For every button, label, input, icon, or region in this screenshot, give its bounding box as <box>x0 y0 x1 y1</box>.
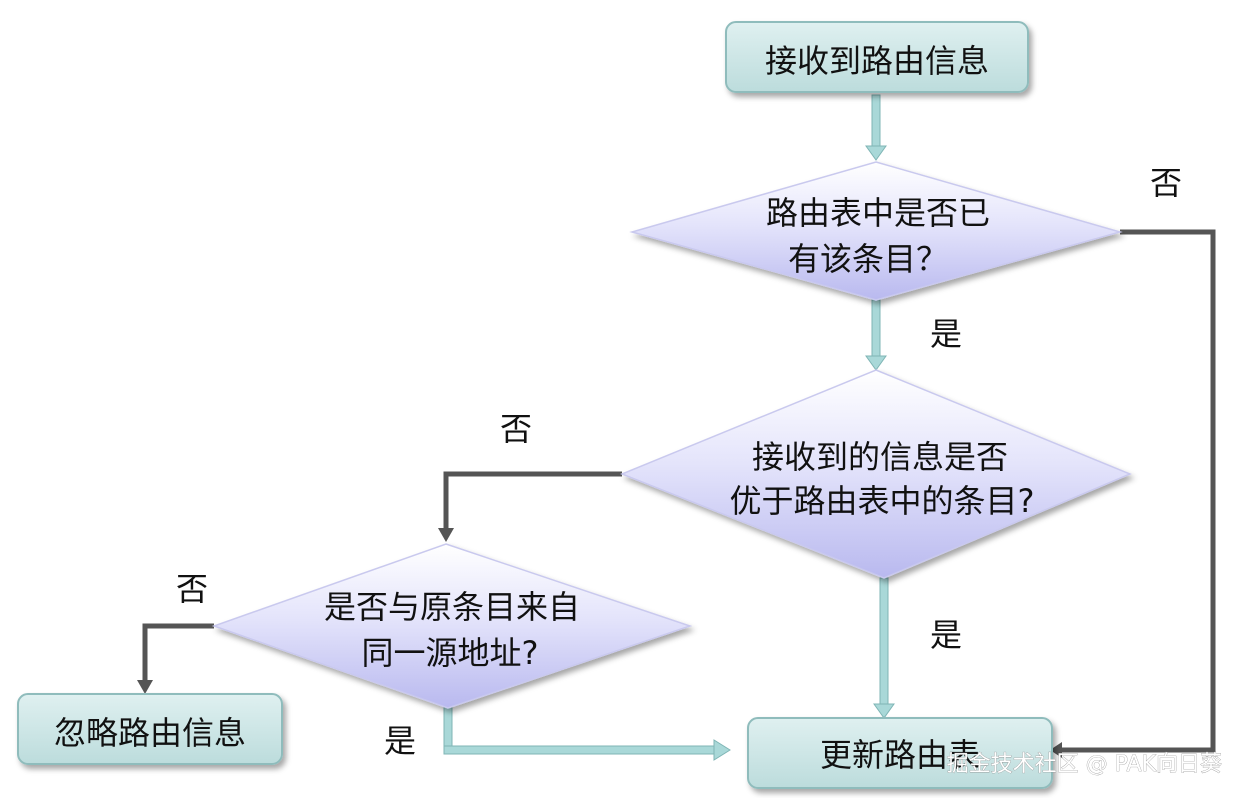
node-ignore: 忽略路由信息 <box>17 693 283 765</box>
edge-label-d2-no: 否 <box>500 410 532 448</box>
edge-label-d3-no: 否 <box>176 570 208 608</box>
node-start-label: 接收到路由信息 <box>765 42 989 80</box>
arrow-decision3-no-head <box>137 680 153 694</box>
arrow-decision1-no-head <box>1050 742 1062 758</box>
node-decision3-line2: 同一源地址? <box>362 634 539 672</box>
node-decision2-line2: 优于路由表中的条目? <box>730 482 1035 520</box>
node-decision1-line2: 有该条目？ <box>788 240 948 278</box>
arrow-decision2-to-update <box>873 577 895 719</box>
node-update-label: 更新路由表 <box>820 736 980 774</box>
arrow-decision3-to-update <box>443 705 731 761</box>
arrow-start-to-decision1 <box>865 94 887 161</box>
node-decision1: 路由表中是否已 有该条目？ <box>629 161 1123 301</box>
arrow-decision1-to-decision2 <box>865 299 887 371</box>
node-update: 更新路由表 <box>747 717 1053 789</box>
node-decision3-line1: 是否与原条目来自 <box>324 588 580 626</box>
arrow-decision1-no <box>1062 229 1216 753</box>
edge-label-d1-yes: 是 <box>930 315 962 353</box>
node-decision2: 接收到的信息是否 优于路由表中的条目? <box>619 369 1132 579</box>
edge-label-d1-no: 否 <box>1150 164 1182 202</box>
arrow-decision2-no <box>443 471 622 528</box>
edge-label-d2-yes: 是 <box>930 616 962 654</box>
node-decision3: 是否与原条目来自 同一源地址? <box>211 543 693 709</box>
node-ignore-label: 忽略路由信息 <box>54 714 246 752</box>
arrow-decision3-no <box>142 623 214 680</box>
node-start: 接收到路由信息 <box>725 21 1029 93</box>
node-decision2-line1: 接收到的信息是否 <box>752 438 1008 476</box>
edge-label-d3-yes: 是 <box>384 722 416 760</box>
arrow-decision2-no-head <box>438 528 454 542</box>
node-decision1-line1: 路由表中是否已 <box>766 194 990 232</box>
watermark-text: 掘金技术社区 @ PAK向日葵 <box>947 752 1222 777</box>
